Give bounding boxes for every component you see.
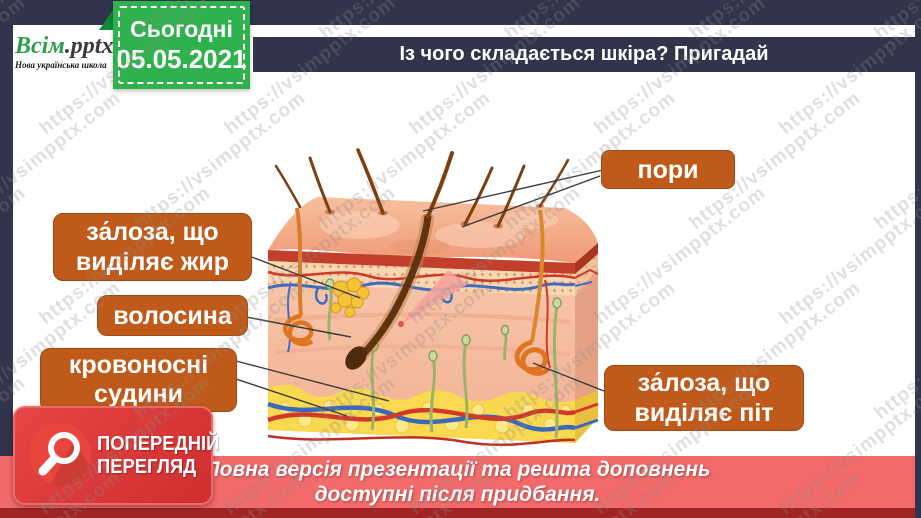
- slide-title-bar: Із чого складається шкіра? Пригадай: [253, 37, 915, 72]
- watermark-text: https://vsimpptx.com: [775, 182, 921, 329]
- footer-bottom-strip: [0, 508, 915, 518]
- watermark-text: https://vsimpptx.com: [870, 87, 921, 234]
- slide-title: Із чого складається шкіра? Пригадай: [399, 43, 769, 65]
- brand-name-suffix: .pptx: [64, 33, 114, 59]
- callout-hair-label: волосина: [113, 301, 232, 330]
- callout-pores-label: пори: [637, 155, 699, 184]
- footer-line2: доступні після придбання.: [314, 483, 601, 506]
- callout-sweat-line1: за́лоза, що: [637, 369, 771, 397]
- callout-vessels-line1: кровоносні: [68, 351, 209, 379]
- frame-right-strip: [915, 25, 921, 518]
- preview-badge: ПОПЕРЕДНІЙ ПЕРЕГЛЯД: [13, 406, 219, 505]
- brand-name-primary: Всім: [15, 33, 65, 59]
- callout-sebaceous-line2: виділяє жир: [75, 248, 230, 276]
- brand-name: Всім.pptx: [15, 33, 115, 59]
- callout-sweat-gland: за́лоза, що виділяє піт: [604, 365, 804, 431]
- date-badge-dashed-border: Сьогодні 05.05.2021: [116, 6, 247, 84]
- skin-cross-section-illustration: [235, 148, 605, 447]
- callout-pores: пори: [601, 150, 735, 189]
- brand-logo: Всім.pptx Нова українська школа: [15, 33, 115, 70]
- preview-badge-text: ПОПЕРЕДНІЙ ПЕРЕГЛЯД: [97, 433, 219, 479]
- callout-sebaceous-gland: за́лоза, що виділяє жир: [53, 213, 252, 281]
- callout-blood-vessels: кровоносні судини: [40, 348, 237, 412]
- preview-badge-line2: ПЕРЕГЛЯД: [97, 456, 197, 478]
- preview-badge-line1: ПОПЕРЕДНІЙ: [97, 433, 220, 455]
- callout-pointer-lines: [235, 169, 605, 417]
- footer-line1: Повна версія презентації та решта доповн…: [204, 458, 711, 481]
- date-badge-date: 05.05.2021: [116, 44, 247, 74]
- callout-vessels-line2: судини: [94, 380, 183, 408]
- watermark-text: https://vsimpptx.com: [870, 277, 921, 424]
- date-badge: Сьогодні 05.05.2021: [113, 1, 250, 89]
- date-badge-label: Сьогодні: [130, 16, 233, 42]
- callout-sebaceous-line1: за́лоза, що: [86, 218, 219, 246]
- frame-left-strip: [0, 25, 13, 462]
- callout-sweat-line2: виділяє піт: [634, 399, 774, 427]
- magnifier-icon: [29, 423, 91, 486]
- callout-hair: волосина: [97, 295, 248, 336]
- brand-tagline: Нова українська школа: [15, 60, 107, 70]
